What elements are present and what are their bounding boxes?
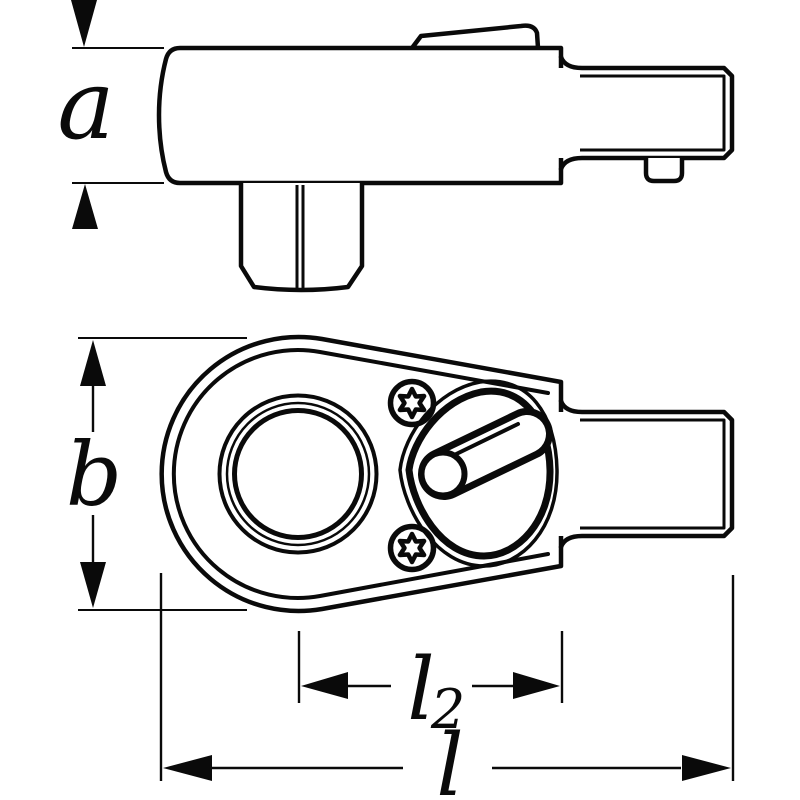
square-drive-edge-line	[295, 185, 305, 288]
dim-l2-arrow-left	[301, 672, 348, 699]
spigot-fill-plan	[556, 412, 732, 536]
locking-pin-tab	[643, 158, 685, 184]
dim-l-arrow-left	[163, 755, 212, 781]
spigot-fill-side	[556, 68, 732, 158]
dim-b-arrow-top	[80, 340, 106, 386]
dim-l2-extension-lines	[297, 631, 564, 703]
lever-handle-highlight-line	[444, 422, 520, 461]
dimension-l2: l 2	[297, 631, 564, 741]
drive-ring-middle-circle	[225, 401, 371, 547]
reverse-lever-plan	[398, 379, 559, 568]
spigot-chamfer-plan	[580, 418, 726, 530]
plan-view: b l 2 l	[66, 334, 735, 800]
spigot-outline-side	[558, 54, 735, 172]
torx-screw-bottom	[387, 523, 437, 573]
dim-l-arrow-right	[682, 755, 731, 781]
dim-a-label: a	[57, 49, 114, 161]
dim-b-arrow-bottom	[80, 562, 106, 608]
dimension-a: a	[57, 0, 164, 229]
drive-ring-inner-circle	[232, 408, 364, 540]
dim-l2-subscript: 2	[430, 678, 465, 741]
dim-a-extension-lines	[72, 47, 164, 184]
torx-star-icon	[397, 531, 427, 565]
dim-l2-label: l	[407, 640, 435, 740]
dim-l2-arrow-right	[513, 672, 560, 699]
head-inner-contour	[171, 348, 550, 600]
spigot-outline-plan	[558, 398, 735, 550]
lever-pivot-pin	[418, 449, 468, 499]
side-view: a	[57, 0, 735, 293]
torx-screw-top	[387, 378, 437, 428]
dim-b-extension-lines	[78, 337, 247, 611]
torx-star-icon	[397, 386, 427, 420]
dimension-b: b	[66, 337, 247, 611]
drive-ring	[217, 393, 379, 555]
dim-a-arrow-bottom	[72, 184, 98, 229]
dim-l-label: l	[436, 716, 464, 800]
ratchet-body-side	[156, 45, 564, 186]
dimension-l: l	[159, 573, 735, 800]
spigot-chamfer-side	[580, 74, 726, 152]
dim-l-extension-lines	[159, 573, 735, 781]
lever-boss-outer-line	[398, 379, 559, 568]
dim-b-label: b	[66, 423, 122, 526]
reverse-lever-side	[409, 23, 541, 51]
dim-a-arrow-top	[71, 0, 97, 47]
drive-ring-outer-circle	[217, 393, 379, 555]
